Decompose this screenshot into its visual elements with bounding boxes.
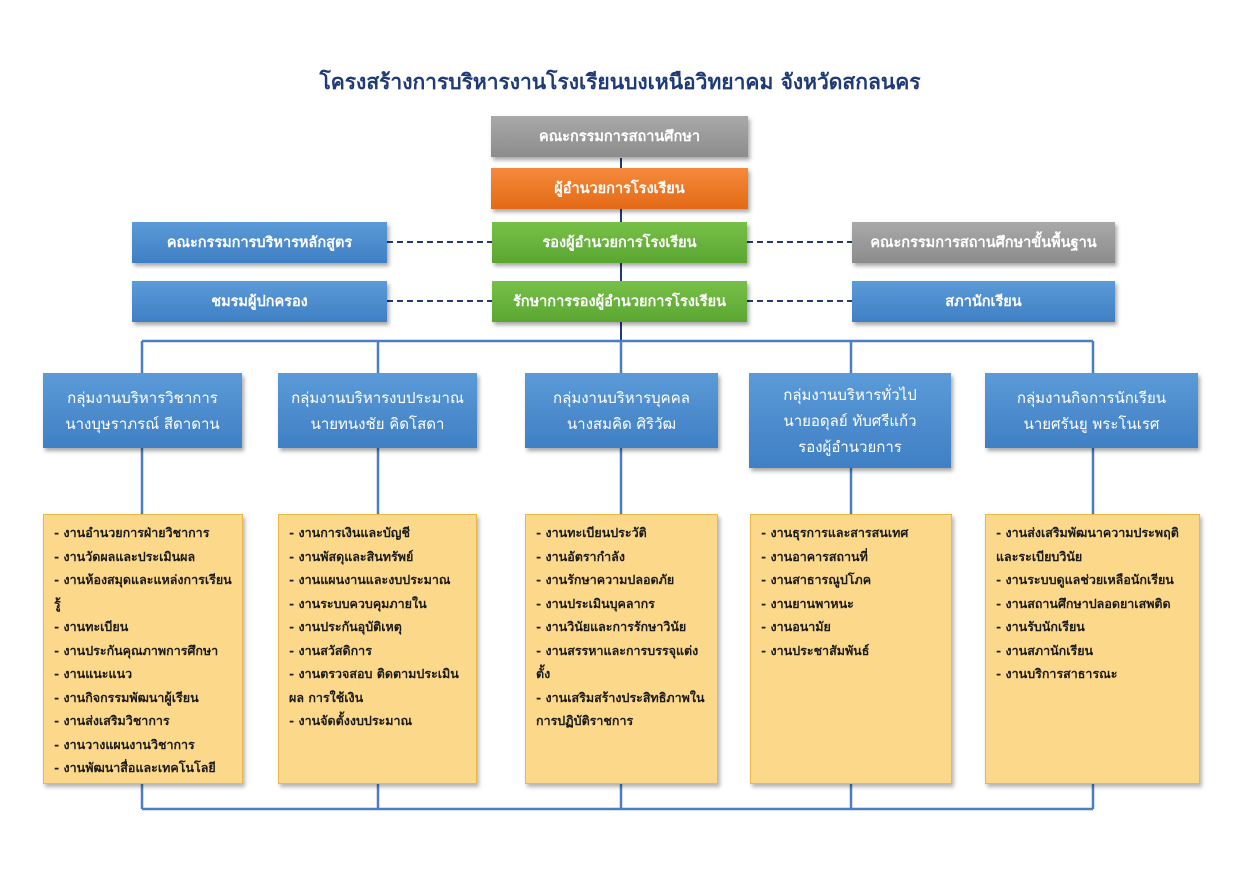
task-item: - งานห้องสมุดและแหล่งการเรียนรู้ bbox=[54, 572, 232, 611]
task-item: - งานบริการสาธารณะ bbox=[996, 666, 1118, 681]
task-item: - งานทะเบียน bbox=[54, 619, 129, 634]
task-item: - งานสภานักเรียน bbox=[996, 642, 1094, 658]
task-item: - งานประชาสัมพันธ์ bbox=[761, 642, 870, 658]
task-item: - งานแผนงานและงบประมาณ bbox=[289, 572, 451, 587]
task-item: - งานพัฒนาสื่อและเทคโนโลยี bbox=[54, 760, 216, 775]
group-head-position: รองผู้อำนวยการ bbox=[798, 437, 902, 456]
task-item: - งานวัดผลและประเมินผล bbox=[54, 548, 196, 564]
task-item: - งานพัสดุและสินทรัพย์ bbox=[289, 548, 414, 564]
group-head-name: นายศรันยู พระโนเรศ bbox=[1023, 414, 1160, 433]
task-item: - งานวางแผนงานวิชาการ bbox=[54, 736, 195, 752]
group-academic-header: กลุ่มงานบริหารวิชาการ นางบุษราภรณ์ สีดาด… bbox=[43, 373, 242, 448]
group-student-affairs-header: กลุ่มงานกิจการนักเรียน นายศรันยู พระโนเร… bbox=[985, 373, 1198, 448]
task-item: - งานประเมินบุคลากร bbox=[536, 595, 655, 611]
task-item: - งานการเงินและบัญชี bbox=[289, 525, 410, 540]
task-list-budget: - งานการเงินและบัญชี - งานพัสดุและสินทรั… bbox=[278, 514, 477, 784]
group-title: กลุ่มงานบริหารวิชาการ bbox=[67, 388, 218, 407]
task-item: - งานสรรหาและการบรรจุแต่งตั้ง bbox=[536, 642, 699, 682]
task-item: - งานอัตรากำลัง bbox=[536, 548, 625, 564]
group-title: กลุ่มงานบริหารบุคคล bbox=[553, 388, 690, 407]
group-budget-header: กลุ่มงานบริหารงบประมาณ นายทนงชัย คิดโสดา bbox=[278, 373, 477, 448]
task-item: - งานอนามัย bbox=[761, 619, 831, 634]
task-list-student-affairs: - งานส่งเสริมพัฒนาความประพฤติและระเบียบว… bbox=[985, 514, 1200, 784]
director-box: ผู้อำนวยการโรงเรียน bbox=[491, 168, 748, 209]
group-title: กลุ่มงานบริหารทั่วไป bbox=[783, 385, 917, 404]
task-list-personnel: - งานทะเบียนประวัติ - งานอัตรากำลัง - งา… bbox=[525, 514, 718, 784]
task-item: - งานสถานศึกษาปลอดยาเสพติด bbox=[996, 595, 1171, 611]
group-head-name: นางบุษราภรณ์ สีดาดาน bbox=[65, 414, 220, 433]
deputy-box: รองผู้อำนวยการโรงเรียน bbox=[492, 222, 747, 263]
task-item: - งานรักษาความปลอดภัย bbox=[536, 572, 675, 587]
student-council-box: สภานักเรียน bbox=[852, 281, 1115, 322]
group-head-name: นายทนงชัย คิดโสดา bbox=[310, 414, 445, 433]
task-item: - งานวินัยและการรักษาวินัย bbox=[536, 619, 687, 634]
group-head-name: นายอดุลย์ ทับศรีแก้ว bbox=[783, 411, 917, 430]
task-item: - งานจัดตั้งงบประมาณ bbox=[289, 713, 413, 728]
parents-club-box: ชมรมผู้ปกครอง bbox=[132, 281, 387, 322]
task-item: - งานรับนักเรียน bbox=[996, 619, 1085, 634]
task-list-general: - งานธุรการและสารสนเทศ - งานอาคารสถานที่… bbox=[750, 514, 952, 784]
task-item: - งานอาคารสถานที่ bbox=[761, 548, 868, 564]
task-list-academic: - งานอำนวยการฝ่ายวิชาการ - งานวัดผลและปร… bbox=[43, 514, 243, 784]
group-personnel-header: กลุ่มงานบริหารบุคคล นางสมคิด ศิริวัฒ bbox=[525, 373, 718, 448]
task-item: - งานยานพาหนะ bbox=[761, 595, 854, 611]
acting-deputy-box: รักษาการรองผู้อำนวยการโรงเรียน bbox=[492, 281, 747, 322]
task-item: - งานเสริมสร้างประสิทธิภาพในการปฏิบัติรา… bbox=[536, 689, 705, 729]
group-general-header: กลุ่มงานบริหารทั่วไป นายอดุลย์ ทับศรีแก้… bbox=[749, 373, 951, 468]
task-item: - งานแนะแนว bbox=[54, 666, 133, 681]
task-item: - งานอำนวยการฝ่ายวิชาการ bbox=[54, 525, 210, 540]
task-item: - งานส่งเสริมพัฒนาความประพฤติและระเบียบว… bbox=[996, 525, 1179, 564]
board-box: คณะกรรมการสถานศึกษา bbox=[491, 116, 748, 157]
group-title: กลุ่มงานบริหารงบประมาณ bbox=[291, 388, 464, 407]
task-item: - งานระบบควบคุมภายใน bbox=[289, 595, 427, 611]
task-item: - งานสาธารณูปโภค bbox=[761, 572, 872, 587]
task-item: - งานกิจกรรมพัฒนาผู้เรียน bbox=[54, 689, 199, 705]
task-item: - งานทะเบียนประวัติ bbox=[536, 525, 647, 540]
task-item: - งานธุรการและสารสนเทศ bbox=[761, 525, 909, 540]
task-item: - งานส่งเสริมวิชาการ bbox=[54, 713, 170, 728]
curriculum-committee-box: คณะกรรมการบริหารหลักสูตร bbox=[132, 222, 387, 263]
task-item: - งานระบบดูแลช่วยเหลือนักเรียน bbox=[996, 572, 1174, 587]
page-title: โครงสร้างการบริหารงานโรงเรียนบงเหนือวิทย… bbox=[319, 70, 921, 94]
group-title: กลุ่มงานกิจการนักเรียน bbox=[1016, 388, 1167, 407]
task-item: - งานสวัสดิการ bbox=[289, 642, 372, 658]
task-item: - งานประกันคุณภาพการศึกษา bbox=[54, 642, 219, 658]
basic-board-box: คณะกรรมการสถานศึกษาขั้นพื้นฐาน bbox=[852, 222, 1115, 263]
task-item: - งานประกันอุบัติเหตุ bbox=[289, 619, 402, 634]
group-head-name: นางสมคิด ศิริวัฒ bbox=[566, 414, 677, 433]
task-item: - งานตรวจสอบ ติดตามประเมินผล การใช้เงิน bbox=[289, 666, 459, 705]
